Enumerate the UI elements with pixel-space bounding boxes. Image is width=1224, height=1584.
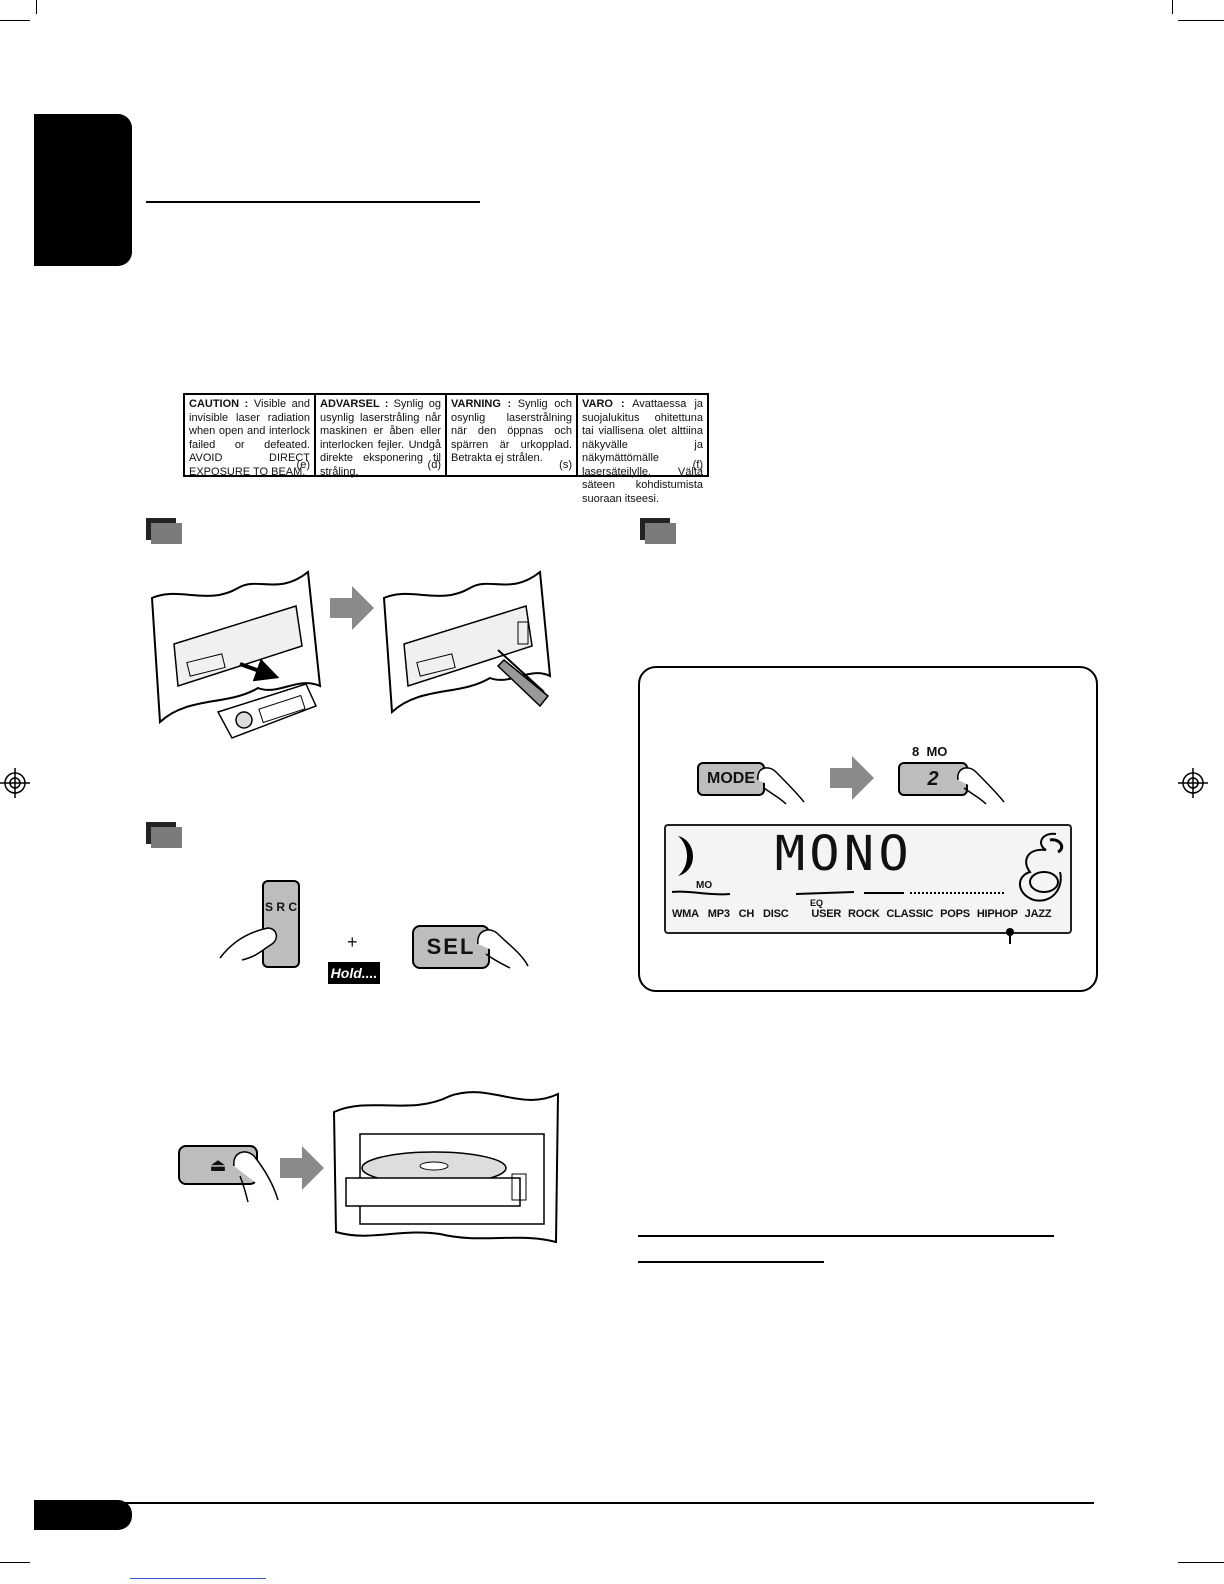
section-marker xyxy=(146,518,182,544)
caution-text: Synlig og usynlig laserstråling når mask… xyxy=(320,398,441,478)
caution-title: CAUTION : xyxy=(189,398,249,410)
caution-text: Avattaessa ja suojalukitus ohitettuna ta… xyxy=(582,398,704,505)
section-marker xyxy=(146,822,182,848)
disc-eject-illustration xyxy=(332,1091,560,1244)
footer-rule xyxy=(34,1502,1094,1504)
caution-cell-en: CAUTION : Visible and invisible laser ra… xyxy=(185,395,316,478)
caution-suffix: (f) xyxy=(692,458,703,471)
finger-icon xyxy=(757,767,805,805)
moon-icon xyxy=(678,836,694,876)
laser-caution-label: CAUTION : Visible and invisible laser ra… xyxy=(183,393,709,505)
lcd-label: ROCK xyxy=(847,908,880,920)
caution-cell-sv: VARNING : Synlig och osynlig laserstråln… xyxy=(447,395,578,475)
caution-suffix: (e) xyxy=(296,458,310,471)
src-label: S R C xyxy=(264,900,297,914)
caution-title: ADVARSEL : xyxy=(320,398,389,410)
lcd-label: WMA xyxy=(672,908,699,920)
indicator-pointer xyxy=(1006,928,1014,944)
eject-button[interactable]: ⏏ xyxy=(178,1145,258,1185)
lcd-label: USER xyxy=(811,908,842,920)
lcd-label-row: WMA MP3 CH DISC USER ROCK CLASSIC POPS H… xyxy=(672,908,1052,920)
reset-illustration xyxy=(382,570,552,715)
finger-icon xyxy=(219,927,278,961)
crop-mark xyxy=(1178,1562,1224,1563)
caution-suffix: (d) xyxy=(427,458,441,471)
footer-link-underline xyxy=(130,1578,266,1579)
lcd-display: MONO MO EQ WMA MP3 CH DISC USER ROCK CLA… xyxy=(664,824,1072,934)
preset-caption: 8 MO xyxy=(912,744,948,759)
title-underline xyxy=(146,201,480,203)
lcd-label: JAZZ xyxy=(1024,908,1052,920)
caution-suffix: (s) xyxy=(559,458,572,471)
lcd-eq-indicator: EQ xyxy=(810,898,824,908)
hold-badge: Hold.... xyxy=(328,962,380,984)
section-marker xyxy=(640,518,676,544)
caution-title: VARO : xyxy=(582,398,625,410)
crop-mark xyxy=(1172,0,1173,14)
gray-arrow-icon xyxy=(830,756,874,800)
crop-mark xyxy=(36,0,37,14)
preset-2-button[interactable]: 2 xyxy=(898,762,968,796)
text-underline xyxy=(638,1235,1054,1237)
mode-button[interactable]: MODE xyxy=(697,762,765,796)
gray-arrow-icon xyxy=(330,586,374,630)
lcd-mo-indicator: MO xyxy=(696,880,713,891)
plus-sign: + xyxy=(347,932,358,952)
gray-arrow-icon xyxy=(280,1146,324,1190)
swirl-icon xyxy=(1019,832,1064,902)
mode-illustration-box xyxy=(638,666,1098,992)
finger-icon xyxy=(233,1151,279,1203)
caution-cell-da: ADVARSEL : Synlig og usynlig laserstråli… xyxy=(316,395,447,478)
finger-icon xyxy=(477,929,529,969)
lcd-label: CH xyxy=(738,908,755,920)
level-bar xyxy=(671,890,1004,896)
detach-panel-illustration xyxy=(150,570,322,739)
crop-mark xyxy=(0,20,30,21)
src-button[interactable]: S R C xyxy=(262,880,300,968)
sel-button[interactable]: SEL xyxy=(412,925,490,969)
caution-title: VARNING : xyxy=(451,398,512,410)
registration-mark-left xyxy=(0,768,30,798)
caution-cell-fi: VARO : Avattaessa ja suojalukitus ohitet… xyxy=(578,395,707,505)
finger-icon xyxy=(957,767,1005,805)
registration-mark-right xyxy=(1178,768,1208,798)
lcd-label: CLASSIC xyxy=(886,908,934,920)
lcd-label: HIPHOP xyxy=(976,908,1018,920)
caution-text: Synlig och osynlig laserstrålning när de… xyxy=(451,398,572,464)
lcd-main-text: MONO xyxy=(774,826,913,882)
text-underline xyxy=(638,1261,824,1263)
page-number-tab xyxy=(34,1500,132,1530)
lcd-label: POPS xyxy=(940,908,970,920)
language-tab xyxy=(34,114,132,266)
caution-text: Visible and invisible laser radiation wh… xyxy=(189,398,310,478)
lcd-label: MP3 xyxy=(707,908,730,920)
lcd-label: DISC xyxy=(763,908,789,920)
crop-mark xyxy=(1178,20,1224,21)
crop-mark xyxy=(0,1562,30,1563)
